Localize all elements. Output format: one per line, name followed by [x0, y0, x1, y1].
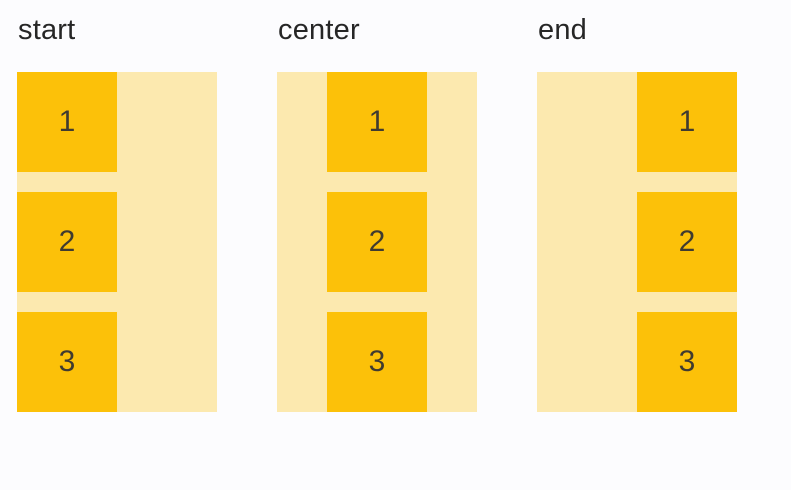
item-box-2: 2 — [17, 192, 117, 292]
items-track-center: 1 2 3 — [277, 72, 477, 412]
group-label-start: start — [18, 14, 76, 46]
items-track-end: 1 2 3 — [537, 72, 737, 412]
item-box-3: 3 — [327, 312, 427, 412]
group-label-center: center — [278, 14, 360, 46]
item-box-2: 2 — [327, 192, 427, 292]
item-box-1: 1 — [637, 72, 737, 172]
item-box-2: 2 — [637, 192, 737, 292]
items-track-start: 1 2 3 — [17, 72, 217, 412]
alignment-demo: start 1 2 3 center 1 2 3 end 1 2 3 — [17, 10, 737, 412]
group-end: end 1 2 3 — [537, 10, 737, 412]
group-label-end: end — [538, 14, 587, 46]
group-center: center 1 2 3 — [277, 10, 477, 412]
item-box-1: 1 — [327, 72, 427, 172]
item-box-1: 1 — [17, 72, 117, 172]
group-start: start 1 2 3 — [17, 10, 217, 412]
item-box-3: 3 — [17, 312, 117, 412]
item-box-3: 3 — [637, 312, 737, 412]
